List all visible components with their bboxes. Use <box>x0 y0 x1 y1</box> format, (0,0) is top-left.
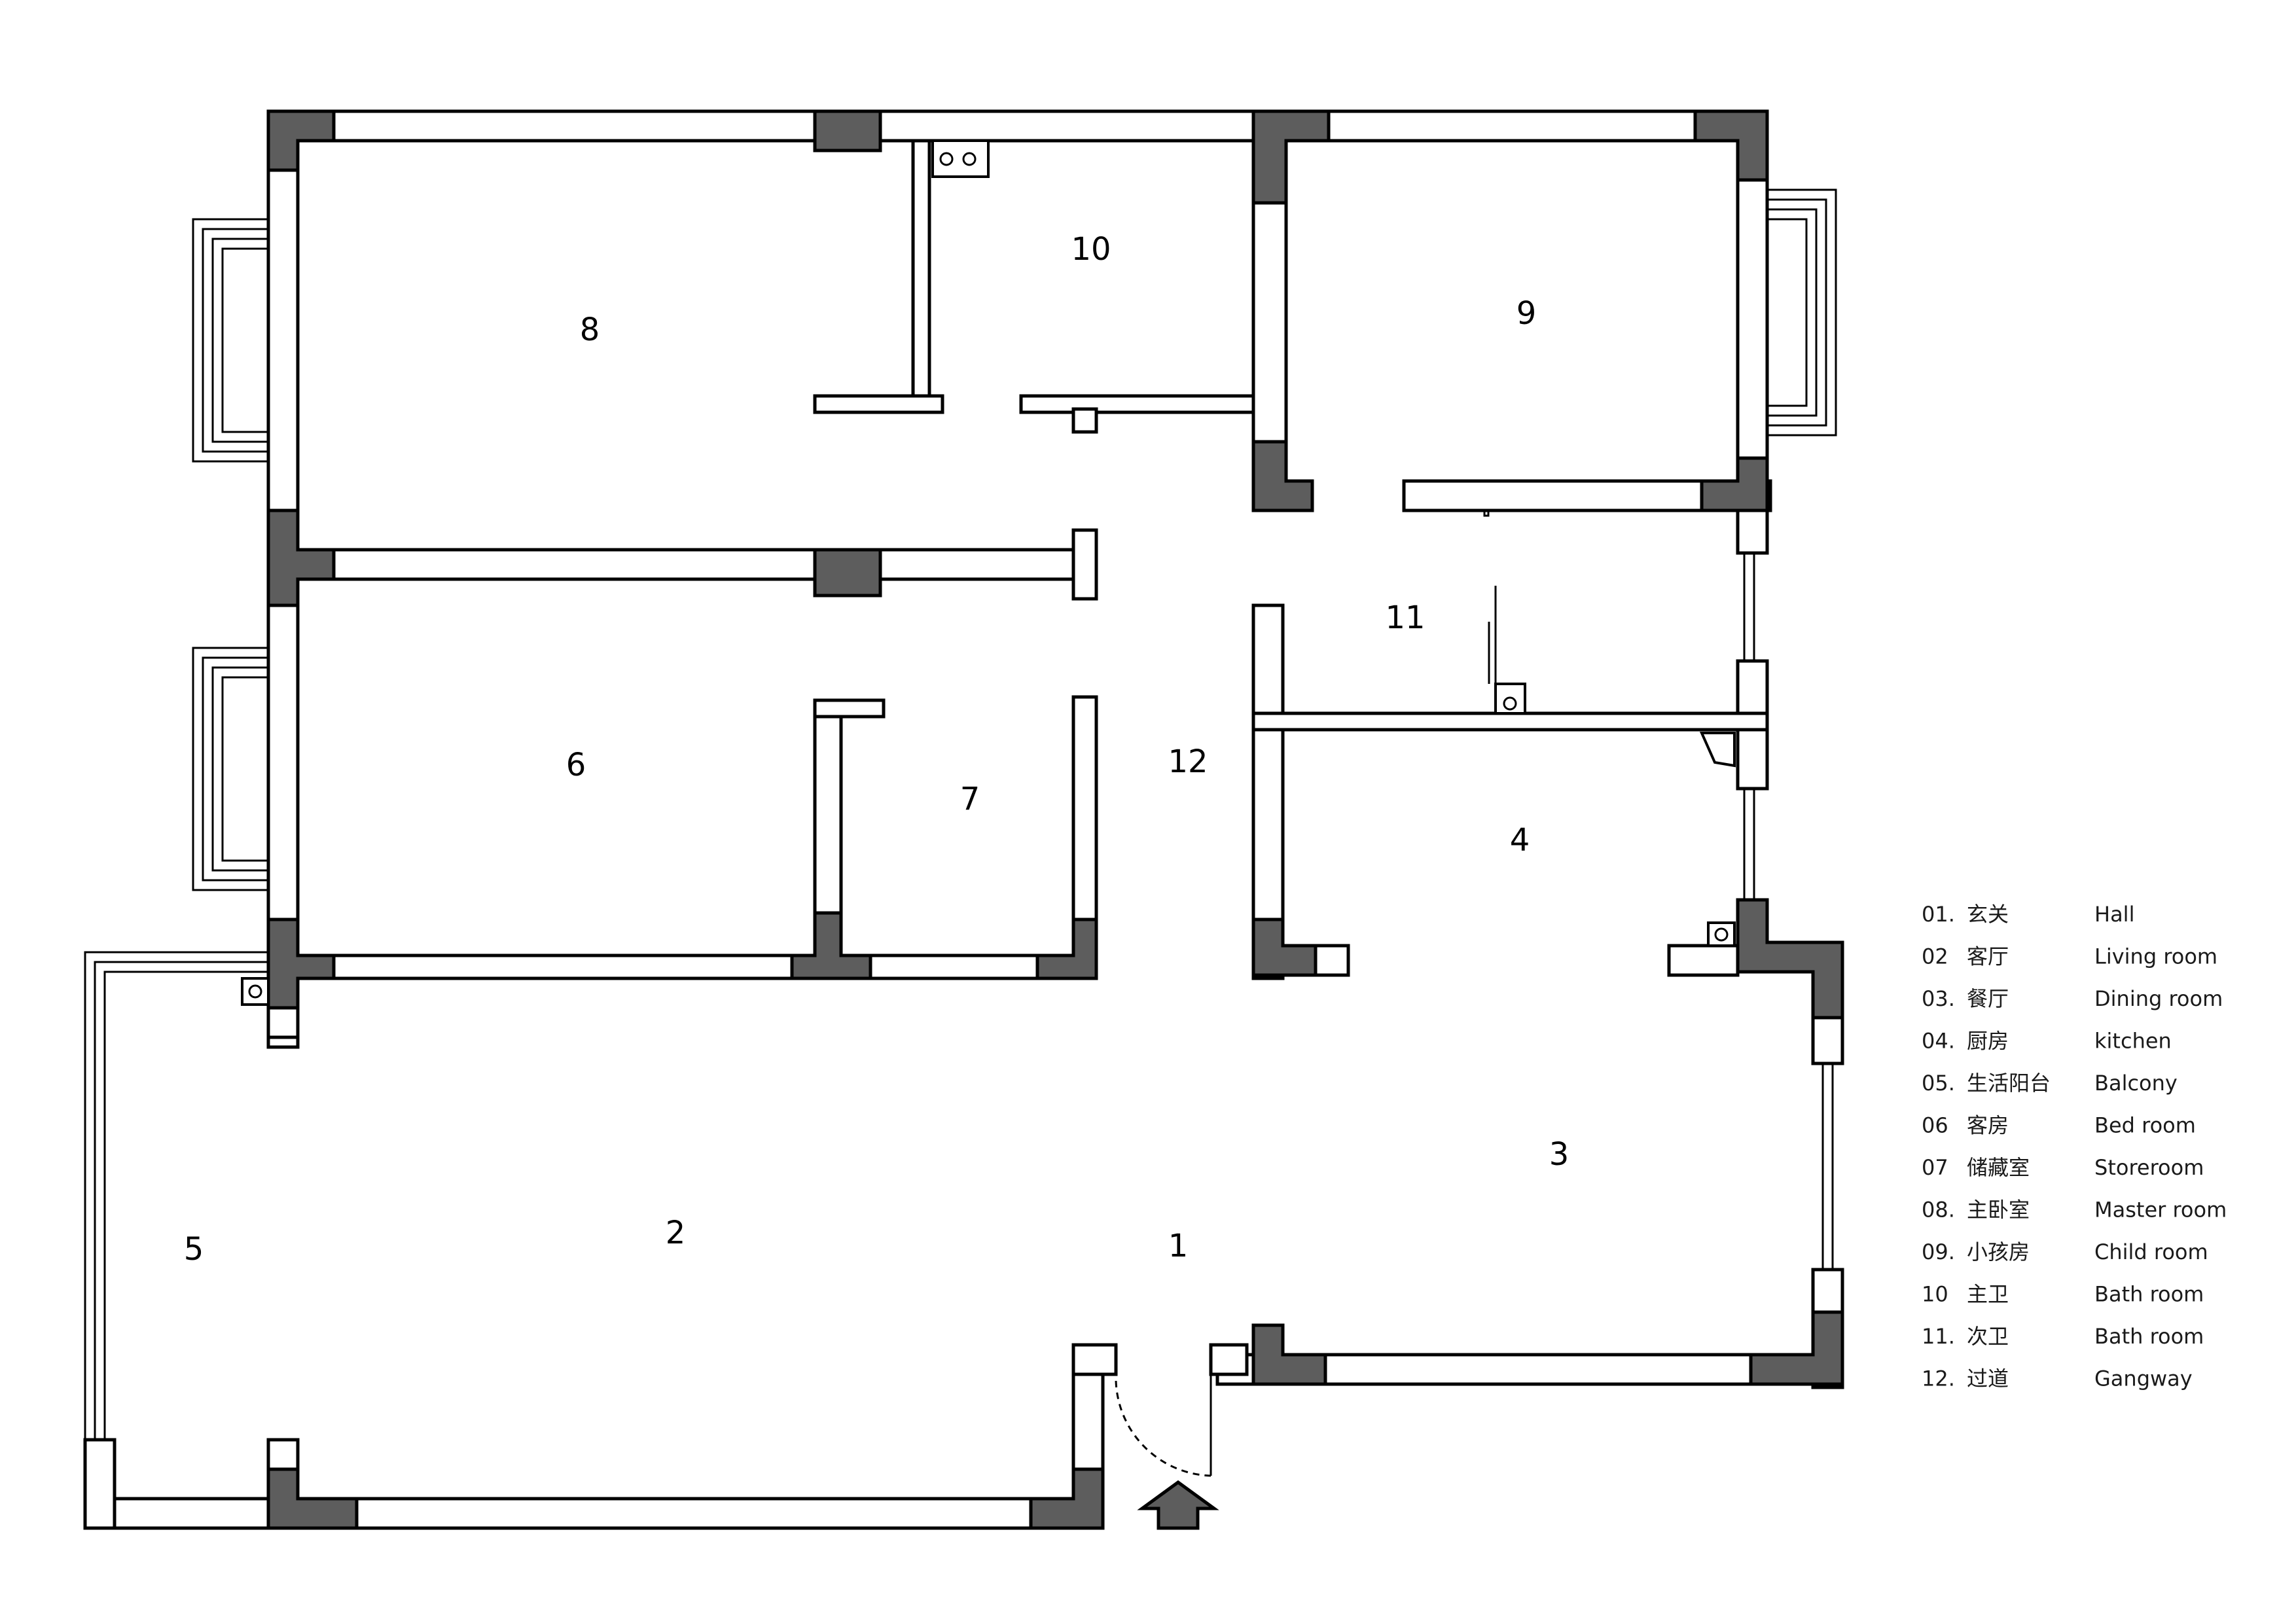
column <box>1693 109 1769 182</box>
legend-en: Hall <box>2094 902 2134 927</box>
entrance <box>1115 1374 1219 1530</box>
legend-en: Bath room <box>2094 1282 2204 1307</box>
wall-bottom-left <box>83 1497 1105 1530</box>
column <box>1251 440 1314 512</box>
legend-cn: 小孩房 <box>1967 1240 2030 1264</box>
legend-num: 10 <box>1922 1282 1948 1307</box>
legend-en: Dining room <box>2094 986 2223 1011</box>
wall-bed-bottom <box>266 954 1098 980</box>
fixtures <box>241 139 1736 1006</box>
room-labels: 1 2 3 4 5 6 7 8 9 10 11 12 <box>184 231 1570 1268</box>
column <box>266 508 336 607</box>
wall-entry-left-cap <box>1071 1343 1118 1376</box>
legend-cn: 主卧室 <box>1967 1198 2030 1222</box>
room-label-2: 2 <box>666 1215 686 1251</box>
legend-en: Storeroom <box>2094 1155 2204 1180</box>
bay-window-child <box>1767 188 1837 437</box>
room-label-8: 8 <box>580 312 600 348</box>
legend-num: 04. <box>1922 1029 1955 1054</box>
legend-en: Balcony <box>2094 1071 2178 1096</box>
legend-cn: 次卫 <box>1967 1324 2009 1349</box>
fixture-box <box>241 977 270 1006</box>
legend-en: Master room <box>2094 1198 2227 1222</box>
legend-cn: 客房 <box>1967 1113 2009 1138</box>
entry-arrow-icon <box>1137 1480 1219 1530</box>
room-label-6: 6 <box>566 747 586 783</box>
legend-cn: 储藏室 <box>1967 1155 2030 1180</box>
wall-balcony-left <box>83 1438 117 1530</box>
legend-cn: 玄关 <box>1967 902 2009 927</box>
column <box>1029 1467 1105 1530</box>
column <box>1749 1310 1844 1386</box>
bay-window-guest <box>192 647 268 891</box>
wall-bath-kitchen <box>1251 711 1769 732</box>
room-label-5: 5 <box>184 1231 204 1268</box>
entry-door-swing <box>1115 1380 1211 1477</box>
legend-en: Child room <box>2094 1240 2208 1264</box>
column <box>813 548 882 597</box>
column <box>1736 898 1844 1020</box>
legend-cn: 客厅 <box>1967 944 2009 969</box>
wall-mbath-left <box>911 139 931 401</box>
legend-en: kitchen <box>2094 1029 2172 1054</box>
wall-master-bed-end <box>1071 528 1098 601</box>
wall-mbath-bottom-l <box>813 394 944 414</box>
walls <box>83 109 1844 1530</box>
room-label-11: 11 <box>1385 599 1425 636</box>
legend-en: Gangway <box>2094 1366 2193 1391</box>
legend-num: 07 <box>1922 1155 1948 1180</box>
legend-num: 08. <box>1922 1198 1955 1222</box>
legend-cn: 厨房 <box>1967 1029 2009 1054</box>
wall-kitchen-right-foot <box>1667 944 1740 977</box>
room-label-9: 9 <box>1516 295 1537 332</box>
column <box>813 109 882 152</box>
legend-en: Bed room <box>2094 1113 2196 1138</box>
legend-num: 12. <box>1922 1366 1955 1391</box>
legend-num: 02 <box>1922 944 1948 969</box>
kitchen-flue <box>1699 732 1736 768</box>
legend-cn: 主卫 <box>1967 1282 2009 1307</box>
column <box>266 1467 359 1530</box>
room-label-12: 12 <box>1168 743 1208 780</box>
wall-mbath-bottom-r <box>1019 394 1259 414</box>
column <box>1251 918 1318 977</box>
columns <box>266 109 1844 1530</box>
room-label-3: 3 <box>1549 1136 1570 1173</box>
wall-top <box>266 109 1769 143</box>
legend-num: 11. <box>1922 1324 1955 1349</box>
bay-window-master <box>192 218 268 463</box>
room-label-7: 7 <box>960 781 980 817</box>
wall-master-bed <box>266 548 1098 581</box>
legend-num: 09. <box>1922 1240 1955 1264</box>
wall-store-left-cap <box>813 698 886 719</box>
legend-cn: 过道 <box>1967 1366 2009 1391</box>
legend: 01. 玄关 Hall 02 客厅 Living room 03. 餐厅 Dining room… <box>1922 902 2227 1391</box>
legend-num: 05. <box>1922 1071 1955 1096</box>
column <box>790 911 872 980</box>
fixture-box <box>1707 921 1736 947</box>
room-label-10: 10 <box>1071 231 1111 268</box>
column <box>1035 918 1098 980</box>
wall-entry-right-cap <box>1209 1343 1249 1376</box>
legend-en: Bath room <box>2094 1324 2204 1349</box>
balcony-window <box>84 951 268 1440</box>
column <box>266 109 336 172</box>
room-label-1: 1 <box>1168 1228 1189 1264</box>
wall-kitchen-left <box>1251 603 1285 980</box>
legend-num: 06 <box>1922 1113 1948 1138</box>
legend-num: 03. <box>1922 986 1955 1011</box>
legend-en: Living room <box>2094 944 2217 969</box>
fixture-box <box>931 139 990 178</box>
column <box>266 918 336 1010</box>
column <box>1251 109 1331 205</box>
column <box>1251 1323 1327 1386</box>
wall-mbath-notch <box>1071 407 1098 434</box>
legend-cn: 餐厅 <box>1967 986 2009 1011</box>
windows <box>84 188 1844 1440</box>
legend-cn: 生活阳台 <box>1967 1071 2051 1096</box>
room-label-4: 4 <box>1510 822 1530 859</box>
legend-num: 01. <box>1922 902 1955 927</box>
